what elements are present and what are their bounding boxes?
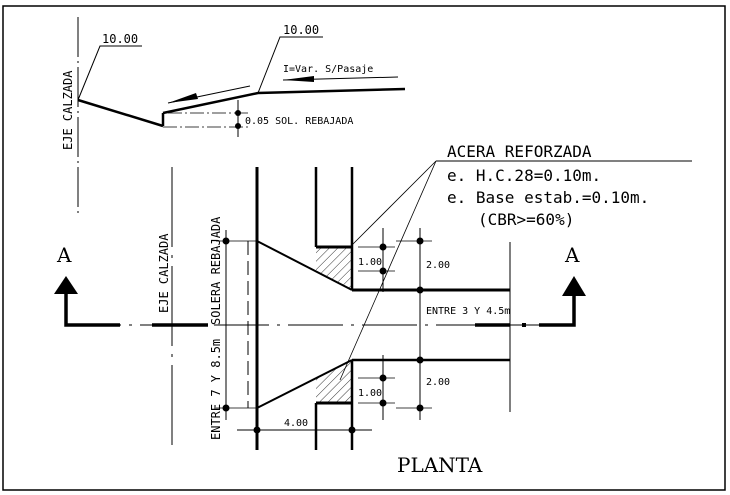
drawing-title: PLANTA <box>397 453 483 477</box>
curb-label: SOLERA REBAJADA <box>209 216 223 325</box>
width-range-label: ENTRE 7 Y 8.5m <box>209 339 223 440</box>
plan-view: A A EJE CALZADA SOLERA REBAJADA ENTRE 7 … <box>54 167 586 450</box>
section-marker-left: A <box>56 243 72 267</box>
dim-dot <box>253 426 261 434</box>
notes-line: e. H.C.28=0.10m. <box>447 166 601 185</box>
curb-drop-label: 0.05 SOL. REBAJADA <box>245 116 353 127</box>
dim-length: 4.00 <box>284 418 308 429</box>
road-profile-left <box>77 98 164 128</box>
notes-line: (CBR>=60%) <box>478 210 574 229</box>
dim-dot <box>416 237 424 245</box>
passage-range-label: ENTRE 3 Y 4.5m <box>426 306 510 317</box>
section-profile: EJE CALZADA 10.00 10.00 I=Var. S/Pasaje … <box>61 17 406 215</box>
reinforced-area-bottom <box>316 360 352 403</box>
section-cut-left <box>64 288 120 327</box>
section-cut-dot <box>522 323 526 327</box>
dim-dot <box>379 399 387 407</box>
leader-level-left <box>77 45 142 101</box>
leader-level-right <box>257 36 323 94</box>
axis-label-section: EJE CALZADA <box>61 70 75 150</box>
notes-block: ACERA REFORZADA e. H.C.28=0.10m. e. Base… <box>339 142 692 381</box>
dim-dot <box>235 110 241 116</box>
sidewalk-slope <box>162 87 406 115</box>
dim-dot <box>235 123 241 129</box>
ramp-taper-bottom <box>256 359 353 409</box>
drawing-border <box>2 5 726 491</box>
dim-top-large: 2.00 <box>426 260 450 271</box>
section-arrow-left[interactable] <box>54 276 78 294</box>
level-right: 10.00 <box>283 23 319 37</box>
leader-note-bottom <box>339 160 437 381</box>
dim-dot <box>416 356 424 364</box>
dim-top-small: 1.00 <box>358 257 382 268</box>
level-left: 10.00 <box>102 32 138 46</box>
section-marker-right: A <box>564 243 580 267</box>
notes-heading: ACERA REFORZADA <box>447 142 592 161</box>
dim-dot <box>416 404 424 412</box>
dim-dot <box>222 404 230 412</box>
dim-dot <box>416 286 424 294</box>
dim-dot <box>348 426 356 434</box>
dim-dot <box>379 374 387 382</box>
axis-label-plan: EJE CALZADA <box>157 233 171 313</box>
dim-dot <box>379 267 387 275</box>
slope-arrow-head-2 <box>283 76 314 82</box>
slope-note: I=Var. S/Pasaje <box>283 64 373 75</box>
dim-dot <box>379 243 387 251</box>
notes-line: e. Base estab.=0.10m. <box>447 188 649 207</box>
dim-bottom-large: 2.00 <box>426 377 450 388</box>
section-cut-right <box>539 290 576 327</box>
section-arrow-right[interactable] <box>562 276 586 296</box>
dim-bottom-small: 1.00 <box>358 388 382 399</box>
slope-arrow-head-1[interactable] <box>168 93 198 103</box>
dim-dot <box>222 237 230 245</box>
reinforced-area-top <box>316 247 352 290</box>
ramp-taper-top <box>256 240 353 291</box>
leader-note-top <box>349 160 437 248</box>
